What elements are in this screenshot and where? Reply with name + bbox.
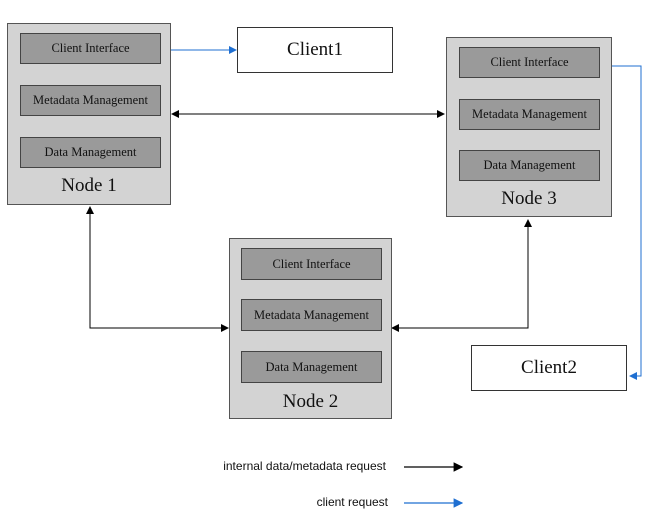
link-client2-node3 — [599, 62, 642, 380]
node-1-data-management: Data Management — [20, 137, 161, 168]
node-2-client-interface: Client Interface — [241, 248, 382, 280]
link-node3-node2 — [391, 219, 532, 332]
client-1: Client1 — [237, 27, 393, 73]
node-3-metadata-management: Metadata Management — [459, 99, 600, 130]
node-3-label: Node 3 — [501, 188, 557, 209]
legend-internal-label: internal data/metadata request — [223, 459, 386, 473]
node-1-label: Node 1 — [61, 175, 117, 196]
node-2-data-management: Data Management — [241, 351, 382, 383]
node-3-client-interface: Client Interface — [459, 47, 600, 78]
link-node1-node2 — [86, 206, 229, 332]
node-2: Client Interface Metadata Management Dat… — [229, 238, 392, 419]
legend-client-label: client request — [316, 495, 388, 509]
node-1-client-interface: Client Interface — [20, 33, 161, 64]
client-2: Client2 — [471, 345, 627, 391]
node-1: Client Interface Metadata Management Dat… — [7, 23, 171, 205]
node-3: Client Interface Metadata Management Dat… — [446, 37, 612, 217]
node-2-label: Node 2 — [282, 391, 339, 412]
node-1-metadata-management: Metadata Management — [20, 85, 161, 116]
node-2-metadata-management: Metadata Management — [241, 299, 382, 331]
node-3-data-management: Data Management — [459, 150, 600, 181]
